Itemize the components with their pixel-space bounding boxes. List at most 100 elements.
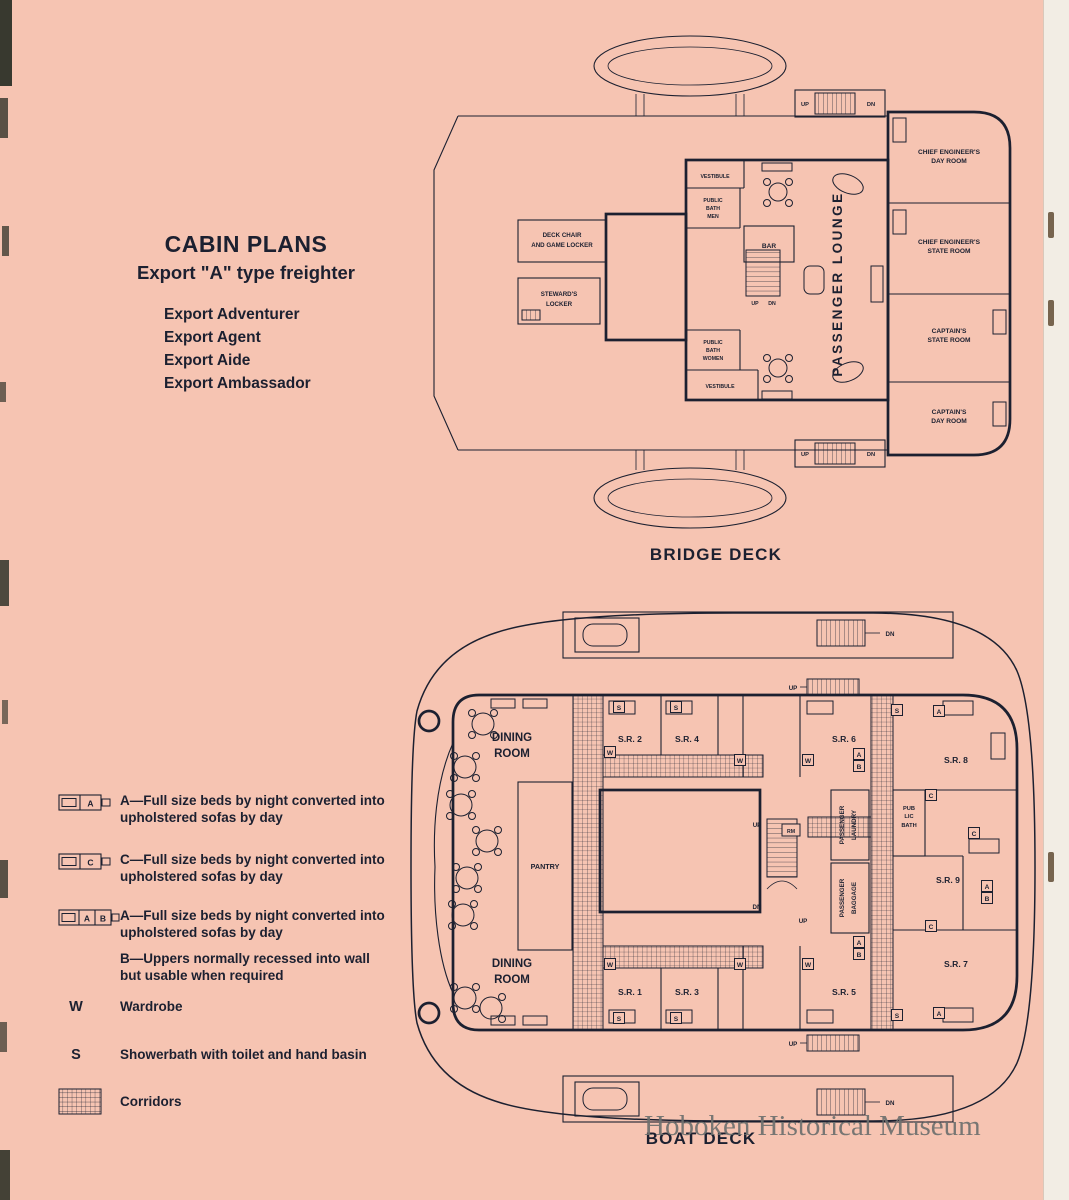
locker-rooms: DECK CHAIR AND GAME LOCKER STEWARD'S LOC…	[517, 212, 688, 342]
room-label-bath-men: PUBLIC	[703, 198, 723, 204]
stair-up-label: UP	[753, 822, 762, 829]
edge-blotch	[0, 560, 9, 606]
legend-line: A—Full size beds by night converted into	[120, 908, 385, 923]
marker-wardrobe: W	[607, 750, 614, 757]
marker-wardrobe: W	[737, 758, 744, 765]
edge-blotch	[0, 1022, 7, 1052]
legend-line: Corridors	[120, 1094, 182, 1109]
stair-up-label: UP	[789, 1041, 798, 1048]
room-label-sr6: S.R. 6	[832, 734, 856, 744]
legend-line: upholstered sofas by day	[120, 925, 283, 940]
marker-wardrobe: W	[805, 758, 812, 765]
room-label-bar: BAR	[762, 243, 777, 250]
marker-wardrobe: W	[737, 962, 744, 969]
ship-name: Export Adventurer	[164, 306, 300, 323]
room-label-bath-women: PUBLIC	[703, 340, 723, 346]
room-label-captain-state: CAPTAIN'S	[932, 328, 967, 335]
room-label-chief-state: CHIEF ENGINEER'S	[918, 239, 981, 246]
lifeboat-bottom	[593, 450, 787, 529]
legend-line: C—Full size beds by night converted into	[120, 852, 385, 867]
stairway-top: UP DN	[794, 89, 886, 118]
passenger-lounge-block: VESTIBULE PUBLIC BATH MEN PUBLIC BATH WO…	[684, 158, 890, 402]
lifeboat-icon	[582, 623, 628, 647]
corridors	[572, 694, 894, 1031]
room-label-chief-day: DAY ROOM	[931, 158, 967, 165]
stair-dn-label: DN	[867, 102, 875, 108]
room-label-stewards-locker: STEWARD'S	[541, 291, 578, 298]
dining-rooms: DINING ROOM DINING ROOM	[446, 698, 548, 1026]
laundry-baggage: PASSENGER LAUNDRY PASSENGER BAGGAGE	[830, 789, 870, 934]
marker-shower: S	[895, 708, 900, 715]
up-stair-bottom: UP	[789, 1034, 860, 1052]
stair-icon	[816, 619, 866, 647]
marker-shower: S	[895, 1013, 900, 1020]
up-stair-top: UP	[789, 678, 860, 696]
winch	[417, 1001, 441, 1025]
lifeboat-icon	[582, 1087, 628, 1111]
legend-text: Showerbath with toilet and hand basin	[120, 1046, 392, 1063]
legend-item-bed-ab: A B A—Full size beds by night converted …	[58, 907, 392, 984]
room-label-sr7: S.R. 7	[944, 959, 968, 969]
wardrobe-symbol-letter: W	[69, 999, 83, 1015]
legend-text: A—Full size beds by night converted into…	[120, 907, 392, 984]
room-label-vestibule-bottom: VESTIBULE	[705, 384, 735, 390]
boat-stowage-top: DN	[562, 611, 954, 659]
lifeboat-top	[593, 35, 787, 116]
stair-up-label: UP	[801, 102, 809, 108]
winch	[417, 709, 441, 733]
bed-ab-symbol-icon: A B	[58, 907, 120, 933]
legend-item-showerbath: S Showerbath with toilet and hand basin	[58, 1046, 392, 1063]
watermark: Hoboken Historical Museum	[644, 1110, 981, 1142]
edge-blotch	[0, 1150, 10, 1200]
legend-line: upholstered sofas by day	[120, 810, 283, 825]
room-label-laundry: LAUNDRY	[851, 809, 858, 840]
marker-shower: S	[617, 1016, 622, 1023]
marker-bed-a: A	[857, 752, 862, 759]
stair-up-label: UP	[751, 301, 759, 307]
room-label-sr3: S.R. 3	[675, 987, 699, 997]
room-label-public-bath: LIC	[904, 814, 913, 820]
deckhouse-outline	[451, 693, 1019, 1032]
dining-tables	[446, 709, 506, 1023]
corridor-symbol-icon	[58, 1087, 120, 1121]
bed-a-symbol-letter: A	[87, 799, 93, 809]
marker-wardrobe: W	[805, 962, 812, 969]
legend-line: A—Full size beds by night converted into	[120, 793, 385, 808]
stair-dn-label: DN	[867, 452, 875, 458]
bed-ab-symbol-letter-a: A	[84, 914, 90, 924]
edge-blotch	[2, 226, 9, 256]
room-label-passenger-lounge: PASSENGER LOUNGE	[830, 191, 845, 376]
legend-item-bed-a: A A—Full size beds by night converted in…	[58, 792, 392, 826]
page-subtitle: Export "A" type freighter	[137, 262, 355, 283]
legend-item-wardrobe: W Wardrobe	[58, 998, 392, 1015]
legend-line: Wardrobe	[120, 999, 183, 1014]
edge-blotch	[0, 0, 12, 86]
stateroom-furniture	[608, 700, 1006, 1024]
room-label-sr4: S.R. 4	[675, 734, 699, 744]
engine-casing	[598, 788, 762, 914]
stair-dn-label: DN	[768, 301, 776, 307]
pantry-room: PANTRY	[517, 781, 573, 951]
stateroom-partitions	[660, 695, 1017, 1030]
page-title: CABIN PLANS	[164, 231, 328, 257]
stair-dn-label: DN	[753, 904, 762, 911]
stair-dn-label: DN	[886, 631, 895, 638]
bed-c-symbol-letter: C	[87, 858, 93, 868]
room-label-rm: RM	[787, 829, 795, 835]
ship-name: Export Aide	[164, 352, 251, 369]
marker-wardrobe: W	[607, 962, 614, 969]
stateroom-labels: S.R. 2 S.R. 4 S.R. 6 S.R. 8 S.R. 9 S.R. …	[618, 734, 968, 997]
marker-bed-a: A	[985, 884, 990, 891]
room-label-sr2: S.R. 2	[618, 734, 642, 744]
room-label-pantry: PANTRY	[531, 862, 560, 871]
legend-line: Showerbath with toilet and hand basin	[120, 1047, 367, 1062]
marker-shower: S	[674, 705, 679, 712]
room-label-bath-women: WOMEN	[703, 356, 724, 362]
officers-quarters-block: CHIEF ENGINEER'S DAY ROOM CHIEF ENGINEER…	[886, 110, 1012, 457]
room-label-sr8: S.R. 8	[944, 755, 968, 765]
edge-blotch	[0, 382, 6, 402]
legend: A A—Full size beds by night converted in…	[58, 786, 403, 1151]
bridge-deck-plan: UP DN UP DN CHIEF ENGINEER'S DAY ROOM CH…	[433, 35, 1012, 529]
shower-symbol-letter: S	[71, 1047, 81, 1063]
marker-bed-c: C	[929, 793, 934, 800]
